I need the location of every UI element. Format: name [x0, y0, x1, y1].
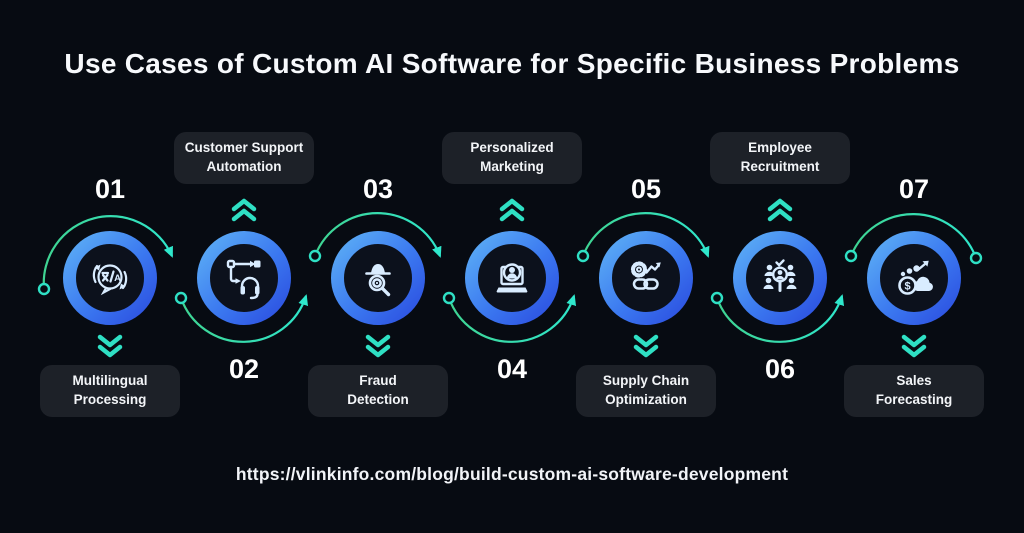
- arc-node-dot: [308, 249, 322, 263]
- chevron-up-icon: [499, 198, 525, 222]
- label-employee-recruitment: Employee Recruitment: [710, 132, 850, 184]
- arc-node-dot: [576, 249, 590, 263]
- chevron-up-icon: [231, 198, 257, 222]
- step-number-01: 01: [94, 174, 126, 204]
- translation-icon-letter: A: [114, 273, 121, 284]
- step-number-03: 03: [362, 174, 394, 204]
- spy-magnifier-icon: [365, 264, 391, 297]
- step-circle-07: $: [867, 231, 961, 325]
- footer-url: https://vlinkinfo.com/blog/build-custom-…: [235, 464, 789, 484]
- step-number-02: 02: [228, 354, 260, 384]
- step-circle-05: [599, 231, 693, 325]
- label-customer-support-automation: Customer Support Automation: [174, 132, 314, 184]
- dollar-growth-icon: $: [898, 260, 933, 295]
- gear-chain-icon: [630, 261, 661, 290]
- step-circle-04: [465, 231, 559, 325]
- chevron-down-icon: [365, 334, 391, 358]
- dollar-sign: $: [904, 281, 910, 293]
- arc-node-dot: [844, 249, 858, 263]
- step-number-07: 07: [898, 174, 930, 204]
- step-number-05: 05: [630, 174, 662, 204]
- headset-workflow-icon: [226, 259, 261, 300]
- label-supply-chain-optimization: Supply Chain Optimization: [576, 365, 716, 417]
- arc-node-dot: [174, 291, 188, 305]
- label-sales-forecasting: Sales Forecasting: [844, 365, 984, 417]
- chevron-up-icon: [767, 198, 793, 222]
- step-number-04: 04: [496, 354, 528, 384]
- people-search-icon: [763, 259, 797, 292]
- chevron-down-icon: [97, 334, 123, 358]
- chevron-down-icon: [633, 334, 659, 358]
- translation-icon: A: [92, 264, 128, 296]
- chevron-down-icon: [901, 334, 927, 358]
- arc-node-dot: [37, 282, 51, 296]
- step-circle-03: [331, 231, 425, 325]
- label-fraud-detection: Fraud Detection: [308, 365, 448, 417]
- arc-node-dot: [969, 251, 983, 265]
- arc-node-dot: [442, 291, 456, 305]
- laptop-user-icon: [496, 263, 528, 293]
- step-circle-06: [733, 231, 827, 325]
- step-number-06: 06: [764, 354, 796, 384]
- arc-node-dot: [710, 291, 724, 305]
- step-circle-02: [197, 231, 291, 325]
- page-title: Use Cases of Custom AI Software for Spec…: [64, 48, 960, 79]
- step-circle-01: A: [63, 231, 157, 325]
- label-personalized-marketing: Personalized Marketing: [442, 132, 582, 184]
- label-multilingual-processing: Multilingual Processing: [40, 365, 180, 417]
